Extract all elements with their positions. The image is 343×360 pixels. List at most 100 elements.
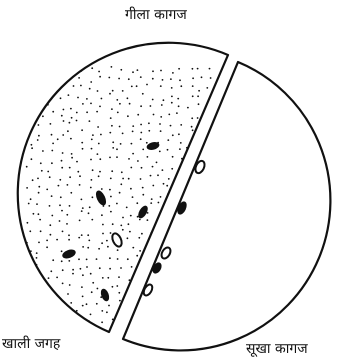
stipple-dot xyxy=(40,287,42,289)
stipple-dot xyxy=(127,258,129,260)
stipple-dot xyxy=(30,198,32,200)
stipple-dot xyxy=(69,167,71,169)
stipple-dot xyxy=(141,233,143,235)
stipple-dot xyxy=(28,321,30,323)
stipple-dot xyxy=(98,143,100,145)
stipple-dot xyxy=(178,105,180,107)
stipple-dot xyxy=(172,134,174,136)
stipple-dot xyxy=(79,184,81,186)
stipple-dot xyxy=(112,319,114,321)
stipple-dot xyxy=(30,99,32,101)
stipple-dot xyxy=(99,267,101,269)
stipple-dot xyxy=(171,87,173,89)
stipple-dot xyxy=(38,242,40,244)
stipple-dot xyxy=(30,292,32,294)
stipple-dot xyxy=(168,114,170,116)
stipple-dot xyxy=(90,159,92,161)
stipple-dot xyxy=(120,69,122,71)
stipple-dot xyxy=(37,139,39,141)
stipple-dot xyxy=(172,72,174,74)
stipple-dot xyxy=(56,277,58,279)
stipple-dot xyxy=(157,174,159,176)
stipple-dot xyxy=(132,131,134,133)
stipple-dot xyxy=(92,134,94,136)
stipple-dot xyxy=(109,157,111,159)
stipple-dot xyxy=(110,211,112,213)
stipple-dot xyxy=(46,86,48,88)
stipple-dot xyxy=(32,287,34,289)
stipple-dot xyxy=(38,135,40,137)
stipple-dot xyxy=(156,162,158,164)
stipple-dot xyxy=(96,303,98,305)
stipple-dot xyxy=(99,106,101,108)
stipple-dot xyxy=(69,176,71,178)
stipple-dot xyxy=(58,185,60,187)
stipple-dot xyxy=(196,151,198,153)
stipple-dot xyxy=(147,252,149,254)
stipple-dot xyxy=(62,283,64,285)
stipple-dot xyxy=(60,97,62,99)
stipple-dot xyxy=(38,67,40,69)
stipple-dot xyxy=(140,124,142,126)
stipple-dot xyxy=(186,147,188,149)
stipple-dot xyxy=(70,138,72,140)
stipple-dot xyxy=(166,185,168,187)
stipple-dot xyxy=(116,99,118,101)
stipple-dot xyxy=(57,138,59,140)
stipple-dot xyxy=(153,114,155,116)
stipple-dot xyxy=(181,170,183,172)
stipple-dot xyxy=(101,310,103,312)
stipple-dot xyxy=(78,77,80,79)
stipple-dot xyxy=(69,205,71,207)
stipple-dot xyxy=(127,97,129,99)
stipple-dot xyxy=(69,122,71,124)
stipple-dot xyxy=(151,198,153,200)
stipple-dot xyxy=(142,187,144,189)
stipple-dot xyxy=(159,151,161,153)
stipple-dot xyxy=(202,127,204,129)
stipple-dot xyxy=(140,178,142,180)
stipple-dot xyxy=(136,85,138,87)
stipple-dot xyxy=(192,129,194,131)
stipple-dot xyxy=(141,167,143,169)
stipple-dot xyxy=(198,90,200,92)
stipple-dot xyxy=(69,284,71,286)
stipple-dot xyxy=(61,160,63,162)
stipple-dot xyxy=(51,69,53,71)
stipple-dot xyxy=(152,185,154,187)
stipple-dot xyxy=(120,143,122,145)
stipple-dot xyxy=(201,76,203,78)
stipple-dot xyxy=(59,220,61,222)
stipple-dot xyxy=(106,311,108,313)
stipple-dot xyxy=(152,99,154,101)
stipple-dot xyxy=(197,117,199,119)
stipple-dot xyxy=(136,255,138,257)
stipple-dot xyxy=(209,68,211,70)
stipple-dot xyxy=(127,223,129,225)
stipple-dot xyxy=(161,104,163,106)
stipple-dot xyxy=(192,95,194,97)
stipple-dot xyxy=(98,248,100,250)
stipple-dot xyxy=(162,79,164,81)
stipple-dot xyxy=(41,105,43,107)
stipple-dot xyxy=(91,139,93,141)
stipple-dot xyxy=(119,192,121,194)
stipple-dot xyxy=(52,259,54,261)
stipple-dot xyxy=(111,170,113,172)
stipple-dot xyxy=(98,175,100,177)
stipple-dot xyxy=(86,111,88,113)
stipple-dot xyxy=(146,142,148,144)
stipple-dot xyxy=(121,171,123,173)
stipple-dot xyxy=(160,70,162,72)
stipple-dot xyxy=(110,178,112,180)
stipple-dot xyxy=(89,120,91,122)
stipple-dot xyxy=(31,158,33,160)
stipple-dot xyxy=(119,300,121,302)
stipple-dot xyxy=(159,123,161,125)
stipple-dot xyxy=(188,162,190,164)
stipple-dot xyxy=(62,269,64,271)
stipple-dot xyxy=(49,205,51,207)
empty-space-label: खाली जगह xyxy=(2,337,60,351)
stipple-dot xyxy=(37,178,39,180)
stipple-dot xyxy=(128,78,130,80)
